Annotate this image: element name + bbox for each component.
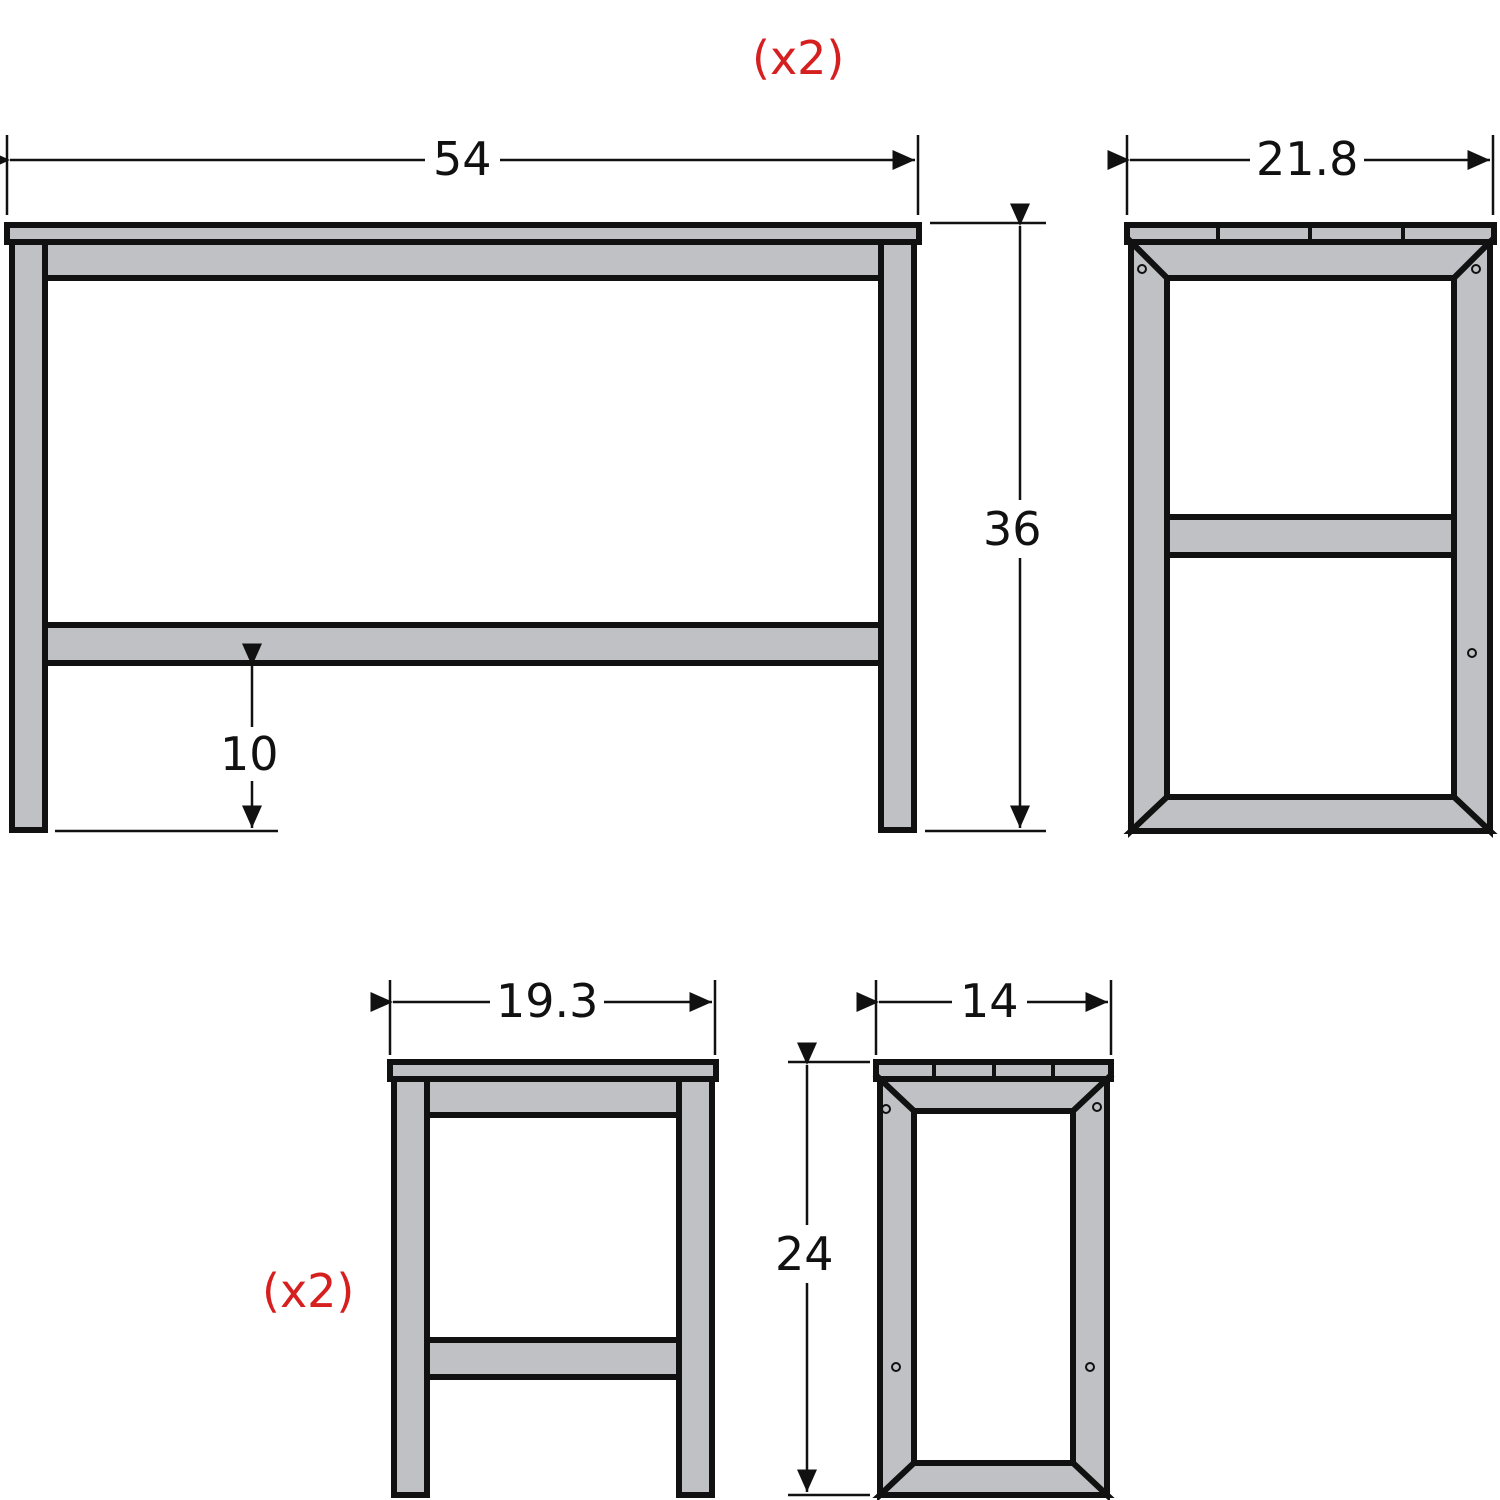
stool-quantity-label: (x2) [262,1264,355,1318]
table-height-label: 36 [983,500,1042,558]
stool-depth-label: 14 [952,978,1027,1024]
stool-side-view [872,1059,1115,1500]
table-quantity-label: (x2) [752,31,845,85]
table-front-view [4,222,922,833]
table-side-view [1123,222,1498,838]
stretcher-height-label: 10 [220,727,279,781]
table-width-label: 54 [425,136,500,182]
stool-width-label: 19.3 [490,978,605,1024]
table-depth-label: 21.8 [1250,136,1365,182]
stool-height-label: 24 [775,1225,834,1283]
stool-front-view [387,1059,719,1498]
